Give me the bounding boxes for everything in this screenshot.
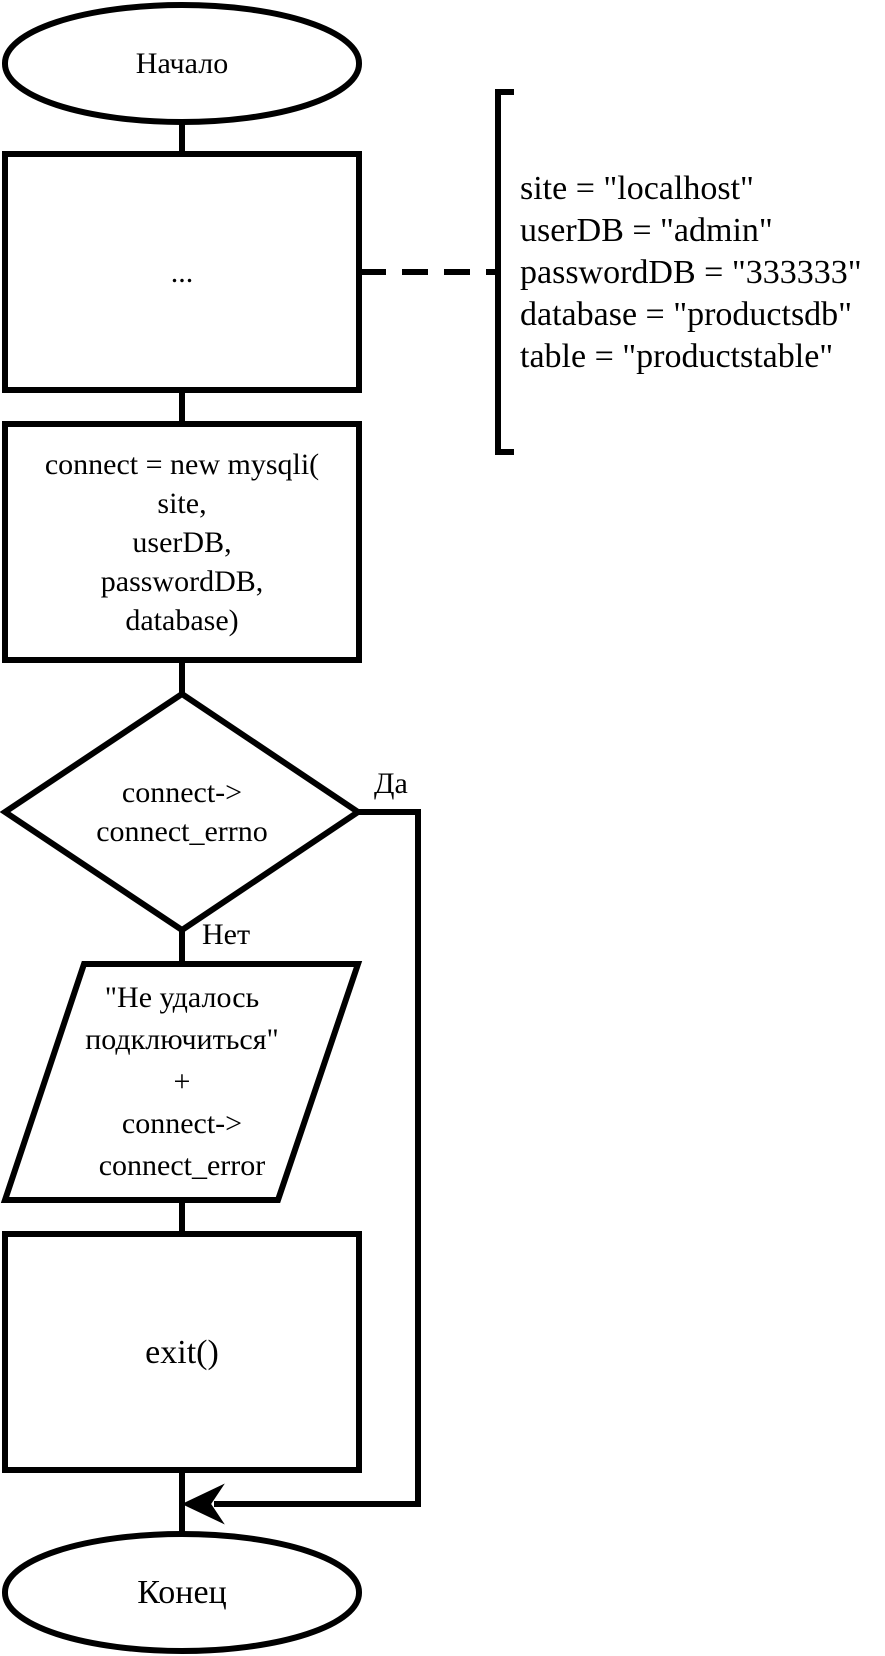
decision-label: connect-> connect_errno [5, 772, 359, 852]
arrowhead-icon [181, 1483, 225, 1525]
connect-label: connect = new mysqli( site, userDB, pass… [5, 424, 359, 660]
init-label: ... [5, 154, 359, 390]
start-text: Начало [135, 47, 229, 80]
decision-line: connect-> [121, 776, 243, 809]
init-text: ... [170, 255, 194, 289]
decision-line: connect_errno [96, 815, 268, 848]
error-output-line: connect-> [121, 1107, 243, 1140]
exit-process-box [2, 1231, 362, 1473]
connect-process-box [2, 421, 362, 663]
start-terminal [2, 2, 362, 125]
connect-line: site, [157, 486, 207, 520]
error-output-line: connect_error [98, 1149, 266, 1182]
error-output-line: + [173, 1065, 191, 1098]
error-output-line: "Не удалось [104, 981, 260, 1014]
annotation-line: site = "localhost" [520, 170, 754, 207]
end-terminal [2, 1531, 362, 1654]
connector-yes-branch [214, 809, 421, 1507]
annotation-line: table = "productstable" [520, 338, 834, 375]
annotation-line: database = "productsdb" [520, 296, 853, 333]
annotation-text: site = "localhost" userDB = "admin" pass… [520, 168, 862, 378]
end-label: Конец [5, 1534, 359, 1651]
end-text: Конец [137, 1574, 227, 1611]
connect-line: database) [125, 603, 239, 637]
exit-label: exit() [5, 1234, 359, 1470]
no-label: Нет [202, 918, 251, 951]
error-output-line: подключиться" [85, 1023, 279, 1056]
annotation-line: userDB = "admin" [520, 212, 773, 249]
init-process-box [2, 151, 362, 393]
exit-text: exit() [145, 1333, 219, 1371]
error-output-label: "Не удалось подключиться" + connect-> co… [5, 974, 359, 1190]
error-output-parallelogram [0, 961, 363, 1203]
connect-line: passwordDB, [100, 564, 264, 598]
yes-label: Да [374, 767, 408, 800]
start-label: Начало [5, 5, 359, 122]
connect-line: userDB, [132, 525, 232, 559]
connect-line: connect = new mysqli( [44, 447, 320, 481]
decision-diamond [0, 690, 364, 934]
annotation-line: passwordDB = "333333" [520, 254, 862, 291]
annotation-bracket [495, 89, 514, 455]
